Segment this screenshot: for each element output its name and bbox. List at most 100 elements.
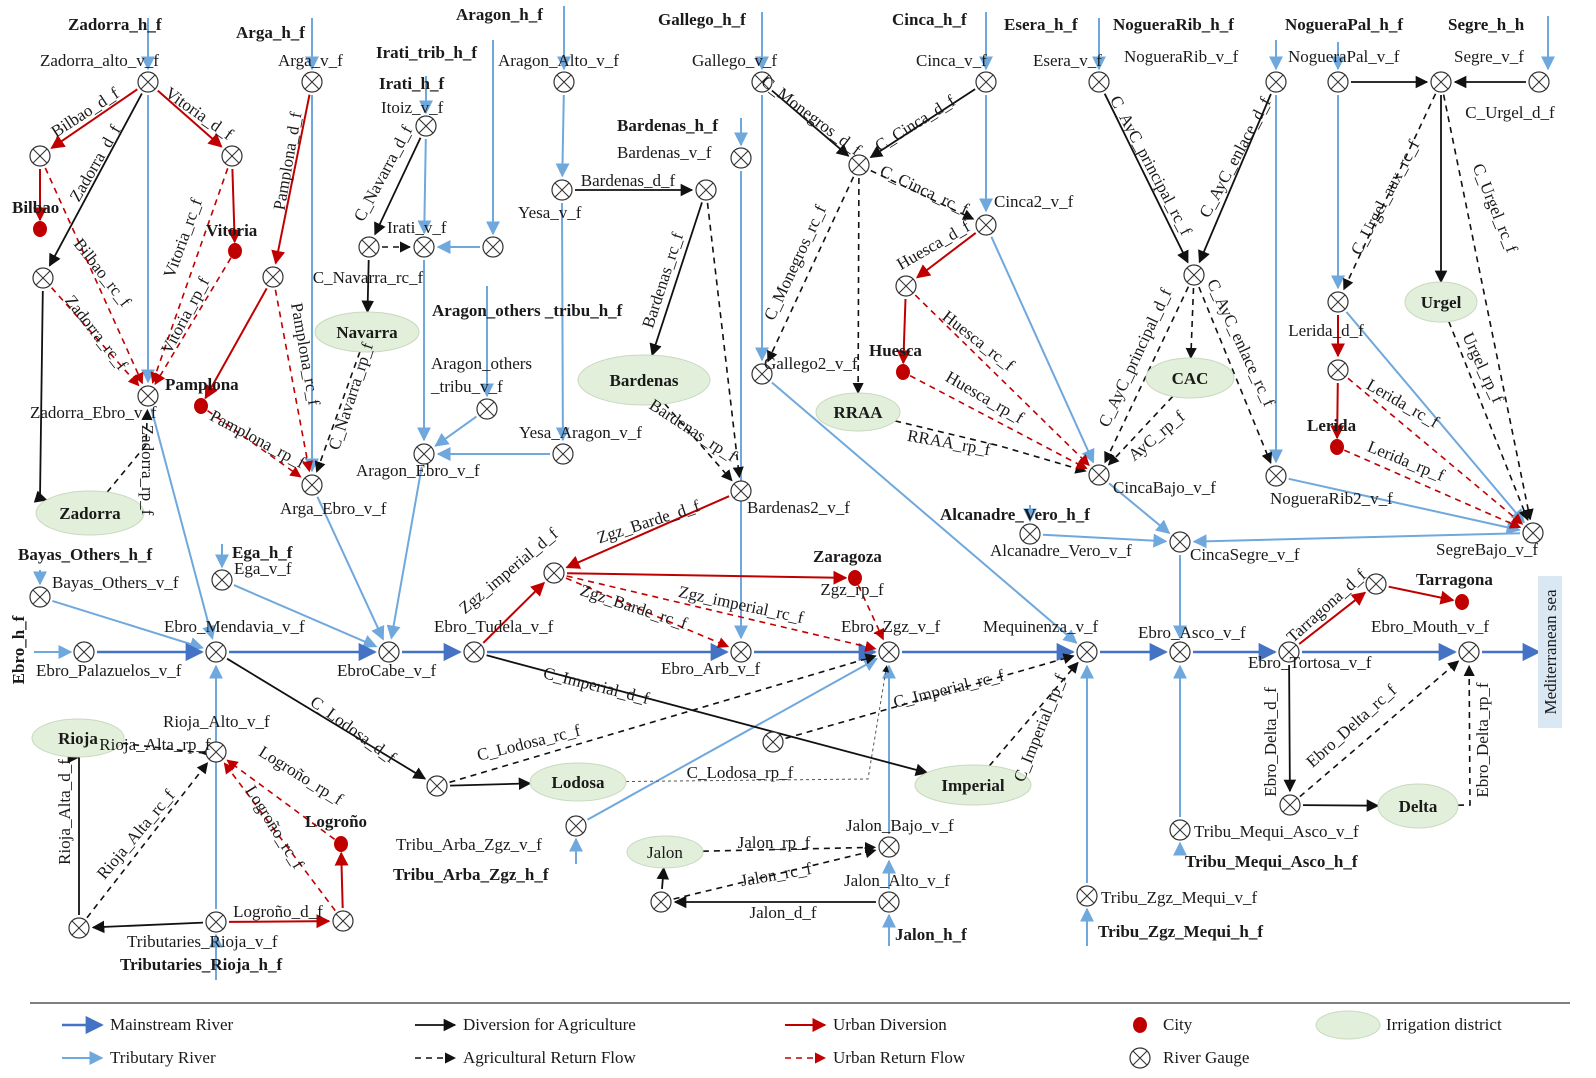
- flow-edge-monegros_g-to-RRAA: [852, 177, 864, 395]
- flow-edge-lodosa_g-to-Lodosa: [449, 777, 532, 791]
- flow-edge-Cinca2_v_f-to-CincaBajo_v_f: [990, 236, 1095, 464]
- inflow-label-Tributaries_Rioja_h_f: Tributaries_Rioja_h_f: [120, 955, 282, 974]
- edge-label-C_Monegros_d_f: C_Monegros_d_f: [758, 72, 865, 160]
- flow-edge-logrono_g-to-Rioja_Alto_v_f: [223, 762, 336, 912]
- river-gauge-Tribu_Mequi_Asco_v_f: [1169, 819, 1191, 841]
- river-gauge-Gallego2_v_f: [751, 363, 773, 385]
- inflow-label-Alcanadre_Vero_h_f: Alcanadre_Vero_h_f: [940, 505, 1090, 524]
- edge-label-Vitoria_rc_f: Vitoria_rc_f: [160, 196, 206, 281]
- river-gauge-Yesa_Aragon_v_f: [552, 443, 574, 465]
- legend-swatch-city: [1133, 1017, 1147, 1033]
- edge-label-C_Navarra_rc_f: C_Navarra_rc_f: [313, 268, 424, 287]
- city-marker-Huesca: [896, 364, 910, 380]
- flow-edge-Cinca2_v_f-to-huesca_g: [915, 232, 977, 279]
- flow-edge-SegreBajo_v_f-to-CincaSegre_v_f: [1192, 532, 1521, 549]
- flow-edge-CAC-to-CincaBajo_v_f: [1107, 395, 1174, 466]
- flow-edge-monegros_g-to-Cinca2_v_f: [870, 169, 975, 220]
- flow-edge-zgz_g-to-Zaragoza: [566, 570, 848, 585]
- flow-edge-rioja_g-to-Rioja_Alto_v_f: [86, 762, 209, 919]
- gauge-label-EbroCabe_v_f: EbroCabe_v_f: [337, 661, 436, 680]
- gauge-label-Cinca_v_f: Cinca_v_f: [916, 51, 987, 70]
- edge-label-Zgz_rp_f: Zgz_rp_f: [820, 580, 884, 599]
- flow-edge-Gallego2_v_f-to-Mequinenza_v_f: [771, 381, 1078, 644]
- edge-label-Zgz_Barde_d_f: Zgz_Barde_d_f: [595, 496, 703, 547]
- river-gauge-Tribu_Zgz_Mequi_v_f: [1076, 885, 1098, 907]
- flow-edge-Aragon_others_tribu_v_f-to-Aragon_Ebro_v_f: [434, 415, 477, 447]
- edge-label-AyC_rp_f: AyC_rp_f: [1125, 407, 1189, 465]
- irrigation-label-Zadorra: Zadorra: [59, 504, 121, 523]
- legend-label-mainstream: Mainstream River: [110, 1015, 234, 1034]
- flow-edge-Ebro_Tudela_v_f-to-zgz_g: [482, 581, 545, 644]
- inflow-arrows: [33, 6, 1555, 980]
- legend-label-urban_ret: Urban Return Flow: [833, 1048, 966, 1067]
- river-gauge-urgel_g: [1430, 71, 1452, 93]
- gauge-label-Arga_Ebro_v_f: Arga_Ebro_v_f: [280, 499, 387, 518]
- irrigation-district-Delta: [1377, 783, 1459, 829]
- edge-label-C_AyC_principal_d_f: C_AyC_principal_d_f: [1095, 285, 1176, 430]
- edge-label-Jalon_d_f: Jalon_d_f: [749, 903, 816, 922]
- edge-label-Zadorra_rp_f: Zadorra_rp_f: [138, 425, 157, 516]
- river-gauge-imperial_g: [762, 731, 784, 753]
- river-gauge-SegreBajo_v_f: [1522, 522, 1544, 544]
- edge-label-Vitoria_d_f: Vitoria_d_f: [162, 83, 237, 144]
- flow-edge-NogueraRib2_v_f-to-SegreBajo_v_f: [1288, 477, 1521, 535]
- inflow-label-Esera_h_f: Esera_h_f: [1004, 15, 1078, 34]
- edge-label-Vitoria_rp_f: Vitoria_rp_f: [157, 274, 213, 357]
- river-gauge-Segre_v_f: [1528, 71, 1550, 93]
- river-gauge-EbroCabe_v_f: [378, 641, 400, 663]
- river-gauge-Bardenas_v_f: [730, 147, 752, 169]
- flow-edge-pamplona_g-to-Pamplona: [204, 287, 268, 400]
- edge-label-C_Lodosa_rp_f: C_Lodosa_rp_f: [687, 763, 794, 782]
- inflow-label-Arga_h_f: Arga_h_f: [236, 23, 305, 42]
- edge-label-Rioja_Alta_d_f: Rioja_Alta_d_f: [55, 759, 74, 865]
- flow-edge-Gallego_v_f-to-monegros_g: [771, 89, 850, 157]
- river-gauge-Tributaries_Rioja_v_f: [205, 911, 227, 933]
- flow-edge-navarra_g-to-Navarra: [361, 259, 375, 314]
- river-gauge-Aragon_Ebro_v_f: [413, 443, 435, 465]
- flow-edge-zgz_g-to-Ebro_Zgz_v_f: [566, 575, 877, 652]
- flow-edge-delta_g-to-Delta: [1302, 799, 1380, 812]
- edge-label-Tarragona_d_f: Tarragona_d_f: [1283, 565, 1370, 646]
- river-gauge-Jalon_Alto_v_f: [878, 891, 900, 913]
- city-label-Logrono: Logroño: [305, 812, 367, 831]
- gauge-label-Ebro_Asco_v_f: Ebro_Asco_v_f: [1138, 623, 1246, 642]
- edge-label-Ebro_Delta_rp_f: Ebro_Delta_rp_f: [1473, 682, 1492, 798]
- gauge-label-Ebro_Palazuelos_v_f: Ebro_Palazuelos_v_f: [36, 661, 182, 680]
- gauge-label-Zadorra_alto_v_f: Zadorra_alto_v_f: [40, 51, 159, 70]
- flow-edge-Jalon-to-Jalon_Bajo_v_f: [702, 841, 877, 854]
- gauge-label-Bardenas_v_f: Bardenas_v_f: [617, 143, 712, 162]
- gauge-label-Ebro_Mendavia_v_f: Ebro_Mendavia_v_f: [164, 617, 305, 636]
- irrigation-label-Delta: Delta: [1399, 797, 1438, 816]
- inflow-label-Ebro_h_f: Ebro_h_f: [9, 615, 28, 684]
- flow-edge-tarragona_g-to-Tarragona: [1388, 585, 1455, 605]
- flow-edge-Esera_v_f-to-ayc_g: [1103, 93, 1189, 264]
- flow-edge-vitoria_g-to-Vitoria: [227, 168, 242, 244]
- node-shapes: [29, 71, 1550, 939]
- gauge-label-Itoiz_v_f: Itoiz_v_f: [381, 98, 444, 117]
- edge-label-Zadorra_d_f: Zadorra_d_f: [66, 121, 125, 204]
- flow-edge-Zadorra_alto_v_f-to-vitoria_g: [157, 89, 223, 148]
- gauge-label-Aragon_Alto_v_f: Aragon_Alto_v_f: [498, 51, 619, 70]
- flow-edge-Cinca_v_f-to-monegros_g: [869, 88, 976, 159]
- river-gauge-delta_g: [1279, 794, 1301, 816]
- gauge-label-Ebro_Arb_v_f: Ebro_Arb_v_f: [661, 659, 760, 678]
- inflow-label-Gallego_h_f: Gallego_h_f: [658, 10, 746, 29]
- flow-edge-Urgel-to-SegreBajo_v_f: [1448, 321, 1530, 522]
- edge-label-C_Imperial_d_f: C_Imperial_d_f: [541, 663, 651, 708]
- gauge-label-Aragon_others_tribu_v_f: Aragon_others_tribu_v_f: [430, 354, 532, 396]
- flow-edge-Ebro_Mendavia_v_f-to-lodosa_g: [226, 657, 427, 780]
- flow-edge-Rioja-to-Rioja_Alto_v_f: [122, 742, 213, 758]
- edge-label-Pamplona_rp_f: Pamplona_rp_f: [207, 406, 309, 472]
- river-gauge-Itoiz_v_f: [415, 115, 437, 137]
- river-gauge-Ebro_Mouth_v_f: [1458, 641, 1480, 663]
- gauge-label-Esera_v_f: Esera_v_f: [1033, 51, 1102, 70]
- irrigation-district-Jalon: [626, 835, 704, 869]
- gauge-label-Bardenas2_v_f: Bardenas2_v_f: [747, 498, 850, 517]
- edge-label-Ebro_Delta_d_f: Ebro_Delta_d_f: [1261, 687, 1280, 797]
- flow-edge-huesca_g-to-CincaBajo_v_f: [914, 294, 1090, 466]
- city-label-Pamplona: Pamplona: [165, 375, 239, 394]
- river-gauge-Arga_v_f: [301, 71, 323, 93]
- gauge-label-Ebro_Mouth_v_f: Ebro_Mouth_v_f: [1371, 617, 1489, 636]
- flow-edge-Zaragoza-to-Ebro_Zgz_v_f: [857, 584, 885, 641]
- river-gauge-Ebro_Zgz_v_f: [878, 641, 900, 663]
